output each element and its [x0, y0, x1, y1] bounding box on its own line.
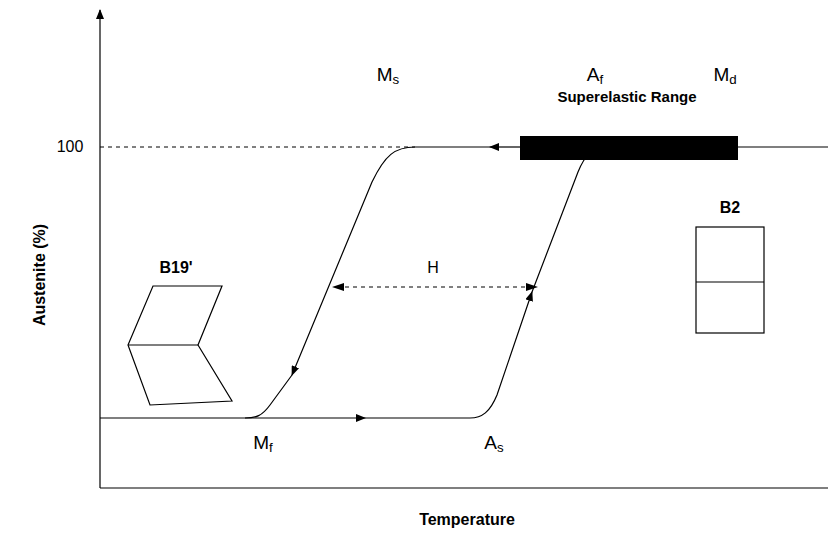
- cooling-curve: [245, 375, 292, 418]
- flow-arrow: [490, 146, 520, 147]
- superelastic-bar: [520, 136, 738, 160]
- martensite-line: [365, 417, 470, 418]
- martensite-line: [100, 417, 365, 418]
- temperature-mark: Md: [713, 65, 736, 87]
- heating-curve: [470, 292, 532, 418]
- arrowhead: [332, 283, 344, 291]
- b19-cell: [128, 286, 232, 405]
- axis-title: Austenite (%): [32, 224, 48, 326]
- phase-label: B2: [720, 200, 740, 216]
- hysteresis-label: H: [424, 260, 442, 276]
- phase-label: B19': [159, 260, 192, 276]
- heating-curve: [532, 147, 608, 292]
- cooling-curve: [292, 147, 415, 375]
- temperature-mark: Mf: [253, 433, 273, 455]
- temperature-mark: As: [484, 433, 503, 455]
- b2-cell: [696, 227, 764, 333]
- austenite-line: [415, 146, 490, 147]
- temperature-mark: Af: [587, 65, 603, 87]
- y-axis: [99, 10, 100, 488]
- reference-line: [100, 147, 415, 148]
- hysteresis-width: [345, 287, 525, 288]
- axis-title: Temperature: [419, 512, 515, 528]
- region-label: Superelastic Range: [557, 89, 696, 104]
- axis-tick-label: 100: [57, 139, 84, 155]
- x-axis: [100, 487, 828, 488]
- arrowhead: [526, 283, 538, 291]
- temperature-mark: Ms: [377, 65, 399, 87]
